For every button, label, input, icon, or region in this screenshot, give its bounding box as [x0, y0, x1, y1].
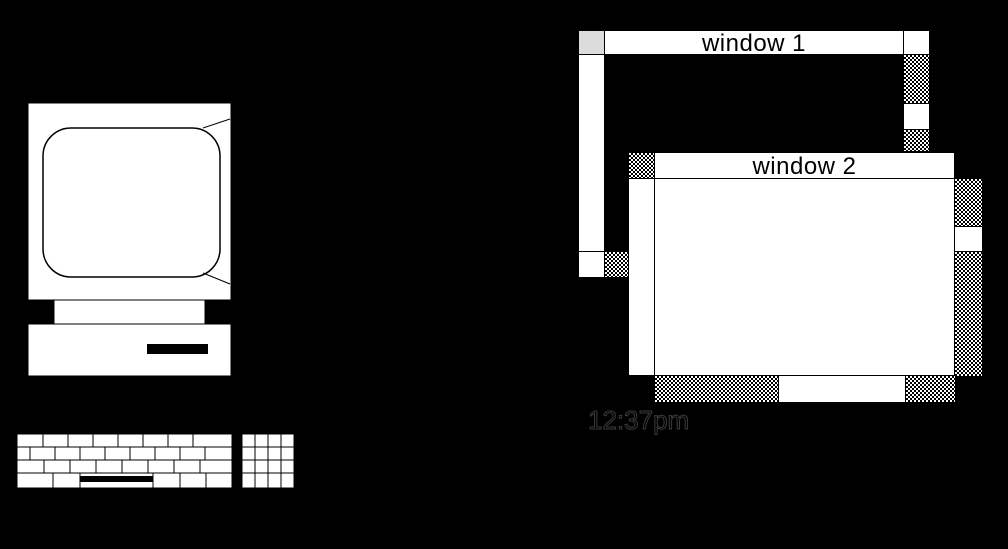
clock: 12:37pm: [587, 405, 690, 436]
window-1-corner-top-right[interactable]: [903, 30, 930, 55]
window-1-right-border[interactable]: [903, 103, 930, 130]
window-1-left-border[interactable]: [578, 54, 605, 252]
window-2-content[interactable]: [654, 178, 955, 376]
computer-illustration: [0, 0, 320, 500]
window-2-right-pattern-bottom[interactable]: [954, 251, 983, 377]
window-2-left-border[interactable]: [628, 178, 655, 376]
window-1-bottom-pattern[interactable]: [604, 251, 630, 278]
window-1-title: window 1: [701, 30, 807, 57]
window-1-title-bar[interactable]: window 1: [604, 30, 904, 57]
window-2-corner-top-left[interactable]: [628, 152, 655, 179]
window-1-right-pattern-bottom[interactable]: [903, 129, 930, 152]
window-2-title-bar[interactable]: window 2: [654, 152, 955, 179]
window-1-corner-bottom-left[interactable]: [578, 251, 605, 278]
window-2-bottom-pattern-right[interactable]: [905, 375, 956, 403]
window-2-bottom-pattern-left[interactable]: [654, 375, 779, 403]
window-1-corner-top-left[interactable]: [578, 30, 605, 55]
monitor-icon: [27, 102, 232, 377]
window-2-bottom-border[interactable]: [778, 375, 906, 403]
window-2[interactable]: window 2: [628, 152, 983, 403]
keyboard-icon: [16, 433, 295, 489]
window-2-title: window 2: [752, 153, 857, 180]
window-1[interactable]: window 1: [578, 30, 930, 278]
window-2-right-pattern-top[interactable]: [954, 178, 983, 227]
window-1-right-pattern-top[interactable]: [903, 54, 930, 104]
window-2-right-border[interactable]: [954, 226, 983, 252]
